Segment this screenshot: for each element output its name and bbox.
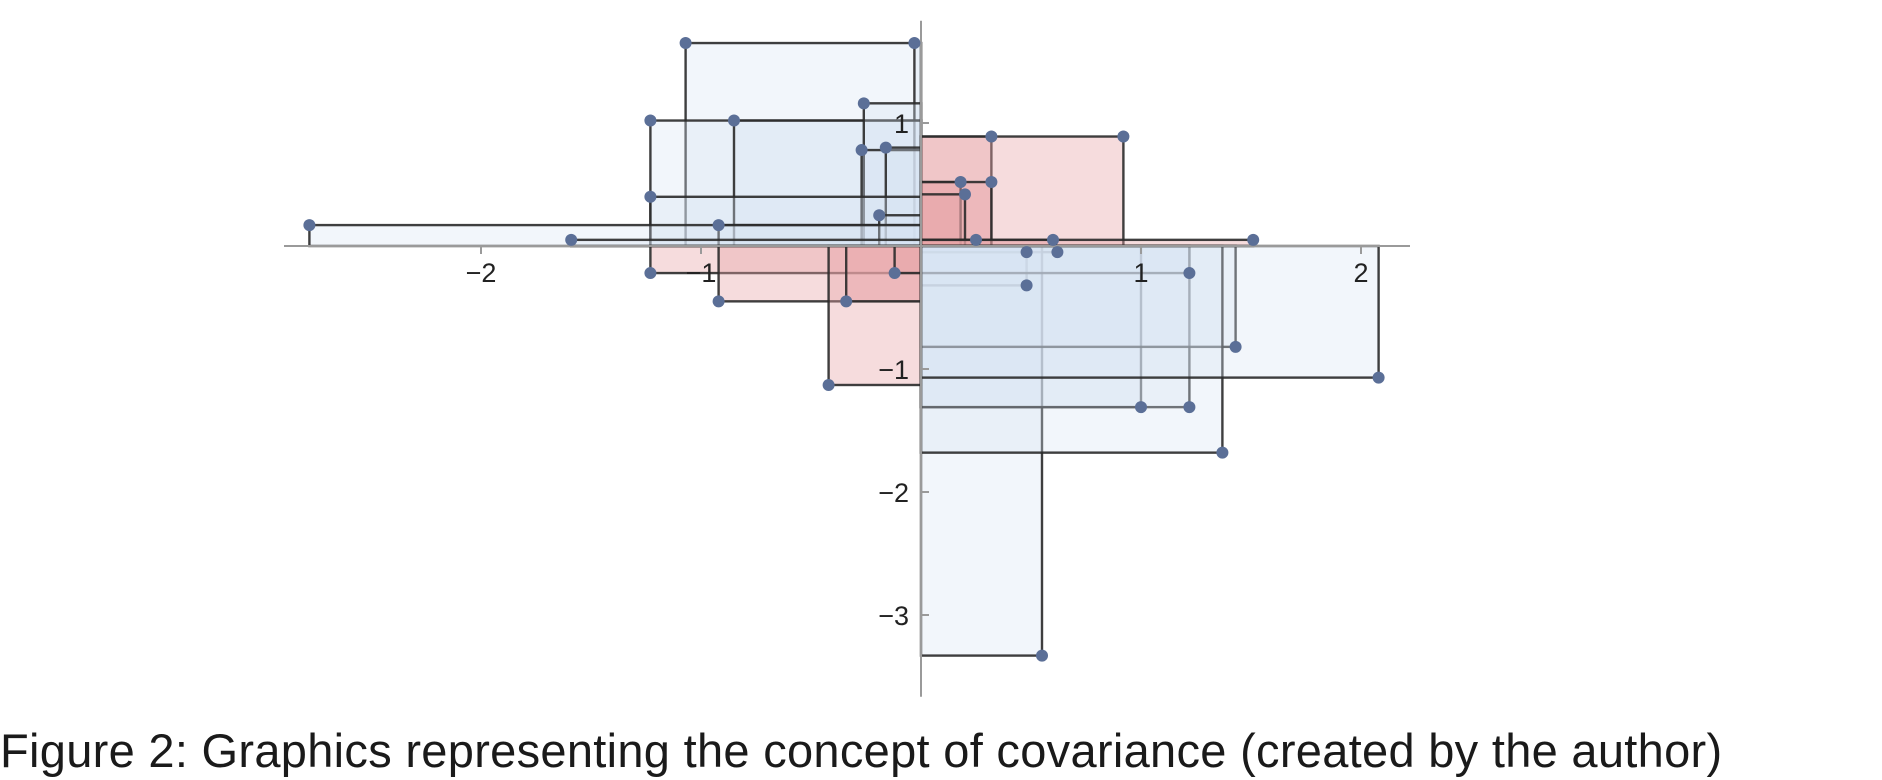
covariance-chart: −2 −1 1 2 −3 −2 −1 1 [284, 20, 1410, 697]
data-point-24 [840, 295, 853, 308]
data-point-4 [728, 114, 740, 127]
data-point-12 [565, 233, 578, 246]
data-point-1 [679, 37, 692, 50]
covariance-rect-35 [919, 244, 1380, 379]
data-point-27 [1051, 246, 1064, 259]
data-point-29 [1036, 649, 1048, 662]
covariance-rect-33 [919, 244, 1237, 349]
y-tick-label: −3 [878, 601, 909, 631]
data-points [303, 37, 1385, 662]
y-axis-ticks: −3 −2 −1 1 [878, 109, 929, 631]
data-point-28 [1020, 279, 1033, 292]
covariance-rectangles [308, 41, 1380, 657]
data-point-25 [888, 267, 901, 280]
data-point-30 [1135, 401, 1147, 414]
data-point-23 [822, 378, 835, 391]
data-point-18 [970, 233, 982, 246]
axes: −2 −1 1 2 −3 −2 −1 1 [284, 20, 1410, 697]
data-point-26 [1020, 246, 1033, 259]
x-tick-label: −2 [466, 258, 497, 288]
data-point-9 [712, 219, 725, 232]
data-point-34 [1216, 446, 1229, 459]
data-point-20 [1247, 233, 1260, 246]
x-tick-label: 2 [1353, 258, 1368, 288]
data-point-8 [644, 190, 657, 203]
data-point-31 [1183, 401, 1196, 414]
y-tick-label: −2 [878, 478, 909, 508]
covariance-rect-14 [919, 135, 1125, 248]
data-point-15 [954, 176, 967, 189]
data-point-33 [1229, 340, 1242, 353]
x-tick-label: −1 [686, 258, 717, 288]
data-point-21 [644, 267, 657, 280]
covariance-rect-23 [827, 244, 923, 387]
covariance-rect-17 [919, 193, 967, 248]
data-point-13 [985, 130, 998, 143]
data-point-35 [1372, 371, 1385, 384]
data-point-5 [857, 97, 870, 110]
data-point-3 [644, 114, 657, 127]
data-point-16 [985, 176, 998, 189]
x-tick-label: 1 [1133, 258, 1148, 288]
data-point-14 [1117, 130, 1130, 143]
data-point-22 [712, 295, 725, 308]
covariance-rect-28 [919, 244, 1028, 287]
data-point-7 [879, 141, 892, 154]
y-tick-label: 1 [894, 109, 909, 139]
data-point-17 [959, 188, 971, 201]
data-point-19 [1047, 233, 1059, 246]
figure-caption: Figure 2: Graphics representing the conc… [0, 724, 1723, 777]
x-axis-ticks: −2 −1 1 2 [466, 246, 1369, 288]
y-tick-label: −1 [878, 355, 909, 385]
data-point-6 [855, 144, 868, 157]
data-point-32 [1183, 267, 1196, 280]
data-point-10 [873, 209, 886, 222]
covariance-rect-34 [919, 244, 1224, 454]
data-point-2 [908, 37, 921, 50]
covariance-rect-8 [649, 195, 923, 248]
covariance-rect-29 [919, 244, 1044, 657]
data-point-11 [303, 219, 316, 232]
